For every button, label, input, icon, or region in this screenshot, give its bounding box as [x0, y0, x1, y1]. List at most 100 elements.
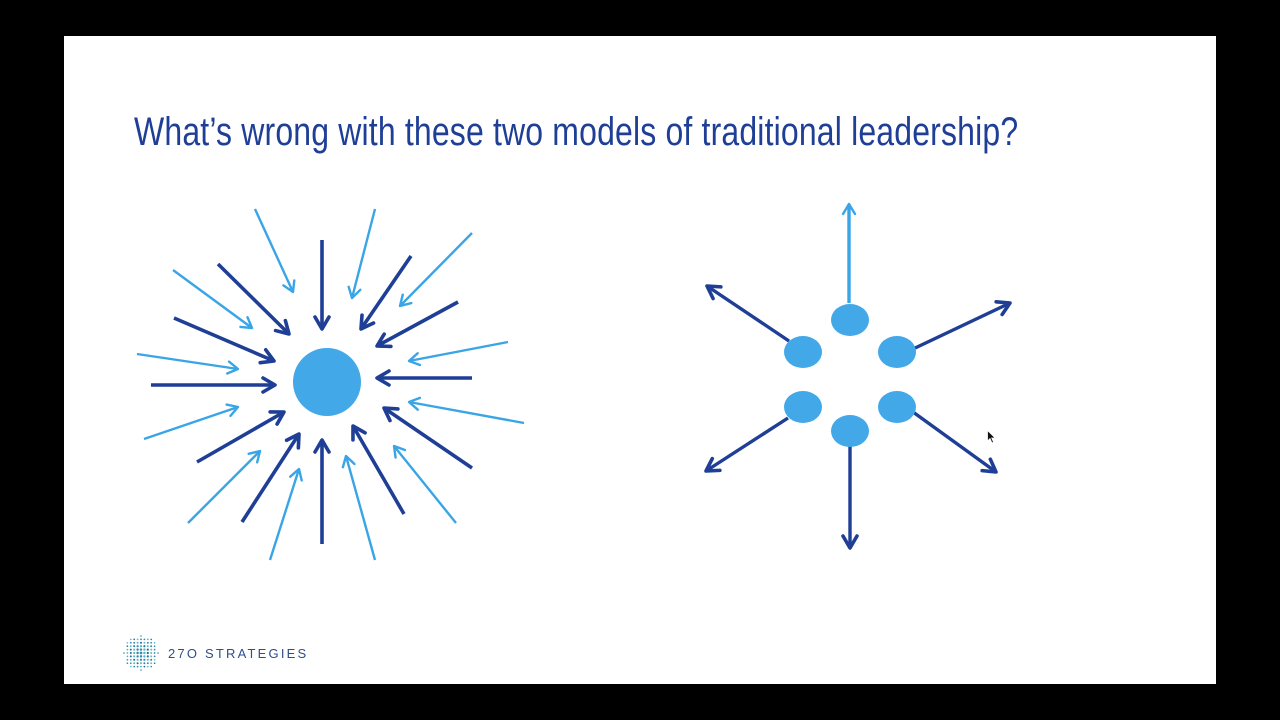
- logo-dot: [133, 648, 136, 651]
- logo-dot: [153, 645, 156, 648]
- logo-dot: [136, 662, 139, 665]
- logo-dot: [153, 642, 156, 644]
- leader-node: [784, 336, 822, 368]
- logo-dot: [129, 645, 132, 648]
- inbound-arrow-dark: [359, 254, 413, 331]
- inbound-arrow-light: [172, 269, 254, 330]
- logo-dot: [129, 658, 132, 661]
- logo-dot: [146, 655, 149, 658]
- logo-dot: [129, 662, 132, 665]
- inbound-arrow-light: [253, 208, 296, 294]
- central-leader-circle: [293, 348, 361, 416]
- logo-dot: [150, 641, 153, 644]
- leader-node: [878, 391, 916, 423]
- inbound-arrow-light: [407, 396, 525, 425]
- inbound-arrow-light: [341, 454, 377, 561]
- logo-dot: [129, 641, 132, 644]
- logo-dot: [126, 655, 129, 658]
- logo-dot: [133, 638, 136, 641]
- inbound-arrow-light: [398, 232, 473, 308]
- logo-dot: [146, 641, 149, 644]
- logo-dot: [133, 655, 136, 658]
- logo-dot: [130, 665, 132, 668]
- logo-dot: [133, 665, 136, 668]
- logo-dot: [146, 651, 149, 655]
- inbound-arrow-dark: [240, 432, 301, 523]
- inbound-arrow-light: [268, 467, 303, 561]
- logo-dot: [136, 665, 139, 668]
- logo-dot: [143, 641, 146, 644]
- outbound-arrow-dark: [912, 300, 1012, 351]
- dispersed-leaders-diagram: [704, 202, 1012, 550]
- logo-dot: [146, 648, 149, 651]
- logo-dot: [153, 658, 156, 661]
- logo-dot: [126, 658, 129, 661]
- logo-dot: [133, 658, 136, 661]
- logo-dot: [139, 658, 143, 661]
- inbound-arrow-light: [136, 352, 240, 375]
- logo-dot: [129, 655, 132, 658]
- logo-dot: [143, 662, 146, 665]
- logo-dot: [136, 645, 139, 648]
- logo-dot: [133, 645, 136, 648]
- logo-text: 27O STRATEGIES: [168, 645, 309, 661]
- logo-dot: [139, 651, 143, 655]
- leader-node: [831, 415, 869, 447]
- outbound-arrow-dark: [912, 410, 998, 474]
- logo-dot: [136, 658, 139, 661]
- logo-dot: [150, 658, 153, 661]
- inbound-arrow-dark: [196, 410, 286, 464]
- inbound-arrow-dark: [382, 406, 474, 470]
- logo-dot: [130, 638, 132, 641]
- inbound-arrow-light: [347, 208, 377, 300]
- logo-dot: [126, 662, 129, 664]
- logo-dot: [133, 641, 136, 644]
- logo-dot: [153, 662, 156, 664]
- logo-dot: [150, 665, 152, 668]
- globe-dots-icon: [123, 635, 159, 671]
- centralized-hub-diagram: [136, 208, 525, 561]
- logo-dot: [146, 645, 149, 648]
- outbound-arrow-dark: [704, 416, 789, 473]
- logo-dot: [150, 645, 153, 648]
- logo-dot: [143, 655, 146, 658]
- logo-dot: [153, 652, 156, 654]
- logo-dot: [140, 638, 142, 641]
- logo-dot: [126, 648, 129, 651]
- logo-dot: [136, 648, 139, 651]
- logo-dot: [139, 655, 143, 658]
- logo-dot: [126, 652, 129, 654]
- inbound-arrow-dark: [375, 300, 459, 349]
- leadership-diagrams: [136, 202, 1012, 561]
- logo-dot: [150, 638, 152, 641]
- logo-dot: [146, 658, 149, 661]
- logo-dot: [139, 645, 143, 648]
- leader-node: [831, 304, 869, 336]
- inbound-arrow-dark: [351, 424, 406, 515]
- logo-dot: [146, 665, 149, 668]
- logo-dot: [123, 652, 125, 654]
- logo-dot: [126, 642, 129, 644]
- logo-dot: [143, 648, 146, 651]
- logo-dot: [143, 638, 146, 641]
- logo-dot: [136, 638, 139, 641]
- logo-dot: [136, 641, 139, 644]
- logo-dot: [140, 665, 142, 668]
- logo-dot: [153, 648, 156, 651]
- logo-dot: [129, 651, 132, 655]
- outbound-arrow-dark: [705, 284, 790, 343]
- logo-dot: [150, 648, 153, 651]
- logo-dot: [139, 641, 143, 644]
- logo-dot: [143, 658, 146, 661]
- logo-dot: [139, 662, 143, 665]
- inbound-arrow-dark: [216, 262, 291, 336]
- company-logo: 27O STRATEGIES: [122, 634, 308, 672]
- logo-dot: [150, 662, 153, 665]
- logo-dot: [126, 645, 129, 648]
- logo-dot: [153, 655, 156, 658]
- slide-title: What’s wrong with these two models of tr…: [134, 110, 1019, 154]
- logo-dot: [133, 651, 136, 655]
- logo-dot: [133, 662, 136, 665]
- logo-dot: [139, 648, 143, 651]
- logo-dot: [143, 665, 146, 668]
